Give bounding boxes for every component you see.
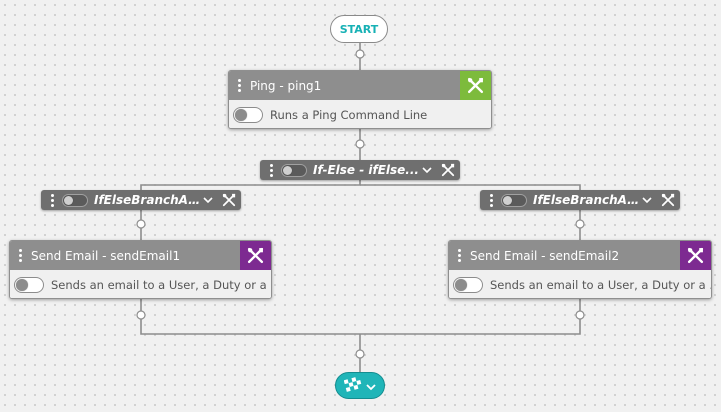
tools-icon[interactable] xyxy=(438,163,458,177)
drag-handle-icon[interactable] xyxy=(266,163,276,177)
send-email-2-body: Sends an email to a User, a Duty or a ..… xyxy=(449,270,711,298)
tools-icon[interactable] xyxy=(658,193,678,207)
send-email-1-body: Sends an email to a User, a Duty or a ..… xyxy=(10,270,271,298)
ping-node-title: Ping - ping1 xyxy=(250,78,322,93)
send-email-1-toggle[interactable] xyxy=(14,276,44,293)
chevron-down-icon[interactable] xyxy=(420,166,434,174)
drag-handle-icon[interactable] xyxy=(454,249,464,262)
drag-handle-icon[interactable] xyxy=(15,249,25,262)
send-email-2-description: Sends an email to a User, a Duty or a ..… xyxy=(490,277,711,292)
tools-icon[interactable] xyxy=(219,193,239,207)
tools-icon[interactable] xyxy=(680,241,711,270)
tools-icon[interactable] xyxy=(240,241,271,270)
ifelse-enable-toggle[interactable] xyxy=(281,163,307,177)
connector-dot xyxy=(355,139,365,149)
connector-dot xyxy=(355,49,365,59)
connector-dot xyxy=(136,219,146,229)
chevron-down-icon[interactable] xyxy=(201,196,215,204)
branch-left-title: IfElseBranchA... xyxy=(94,193,201,207)
connector-dot xyxy=(575,219,585,229)
branch-node-right[interactable]: IfElseBranchA... xyxy=(480,190,680,210)
branch-left-toggle[interactable] xyxy=(62,193,88,207)
connector-dot xyxy=(355,349,365,359)
chevron-down-icon[interactable] xyxy=(366,376,376,395)
connector-dot xyxy=(136,310,146,320)
ping-node[interactable]: Ping - ping1 Runs a Ping Command Line xyxy=(228,70,492,129)
send-email-2-title: Send Email - sendEmail2 xyxy=(470,248,620,263)
checkered-flag-icon xyxy=(343,376,362,396)
send-email-1-description: Sends an email to a User, a Duty or a ..… xyxy=(51,277,271,292)
send-email-1-title: Send Email - sendEmail1 xyxy=(31,248,181,263)
send-email-2-header[interactable]: Send Email - sendEmail2 xyxy=(449,241,711,270)
ping-enable-toggle[interactable] xyxy=(233,106,263,123)
chevron-down-icon[interactable] xyxy=(640,196,654,204)
connector-dot xyxy=(575,310,585,320)
ifelse-node[interactable]: If-Else - ifElse... xyxy=(260,160,460,180)
end-node-button[interactable] xyxy=(335,372,385,399)
send-email-2-toggle[interactable] xyxy=(453,276,483,293)
ifelse-node-title: If-Else - ifElse... xyxy=(313,163,419,177)
branch-node-left[interactable]: IfElseBranchA... xyxy=(41,190,241,210)
branch-right-title: IfElseBranchA... xyxy=(533,193,640,207)
ping-node-description: Runs a Ping Command Line xyxy=(270,107,428,122)
send-email-node-1[interactable]: Send Email - sendEmail1 Sends an email t… xyxy=(9,240,272,299)
start-node[interactable]: START xyxy=(330,15,388,43)
send-email-node-2[interactable]: Send Email - sendEmail2 Sends an email t… xyxy=(448,240,712,299)
drag-handle-icon[interactable] xyxy=(234,79,244,92)
drag-handle-icon[interactable] xyxy=(47,193,57,207)
ping-node-body: Runs a Ping Command Line xyxy=(229,100,491,128)
tools-icon[interactable] xyxy=(460,71,491,100)
branch-right-toggle[interactable] xyxy=(501,193,527,207)
ping-node-header[interactable]: Ping - ping1 xyxy=(229,71,491,100)
drag-handle-icon[interactable] xyxy=(486,193,496,207)
send-email-1-header[interactable]: Send Email - sendEmail1 xyxy=(10,241,271,270)
